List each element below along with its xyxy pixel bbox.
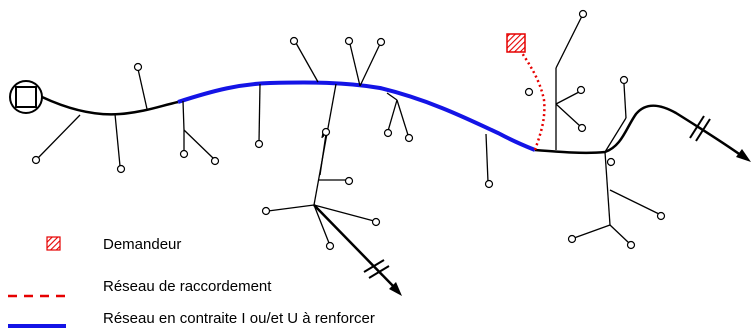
connection-line — [518, 49, 546, 151]
legend-connection-label: Réseau de raccordement — [103, 278, 272, 295]
legend-reinforce-label: Réseau en contraite I ou/et U à renforce… — [103, 310, 375, 327]
arrowhead-icon — [736, 149, 751, 162]
substation-icon — [9, 80, 43, 114]
double-slash-break-icon — [363, 259, 390, 279]
lower-feeder — [313, 204, 397, 290]
main-feeder-left — [41, 95, 179, 116]
arrowhead-icon — [389, 282, 402, 296]
branches — [37, 15, 660, 244]
reinforce-line — [177, 80, 536, 152]
double-slash-break-icon — [689, 115, 711, 142]
main-feeder-right — [534, 104, 743, 158]
load-points — [31, 9, 666, 251]
legend-applicant-label: Demandeur — [103, 236, 182, 253]
hatched-square-icon — [506, 33, 526, 53]
legend-applicant-swatch — [46, 236, 61, 251]
